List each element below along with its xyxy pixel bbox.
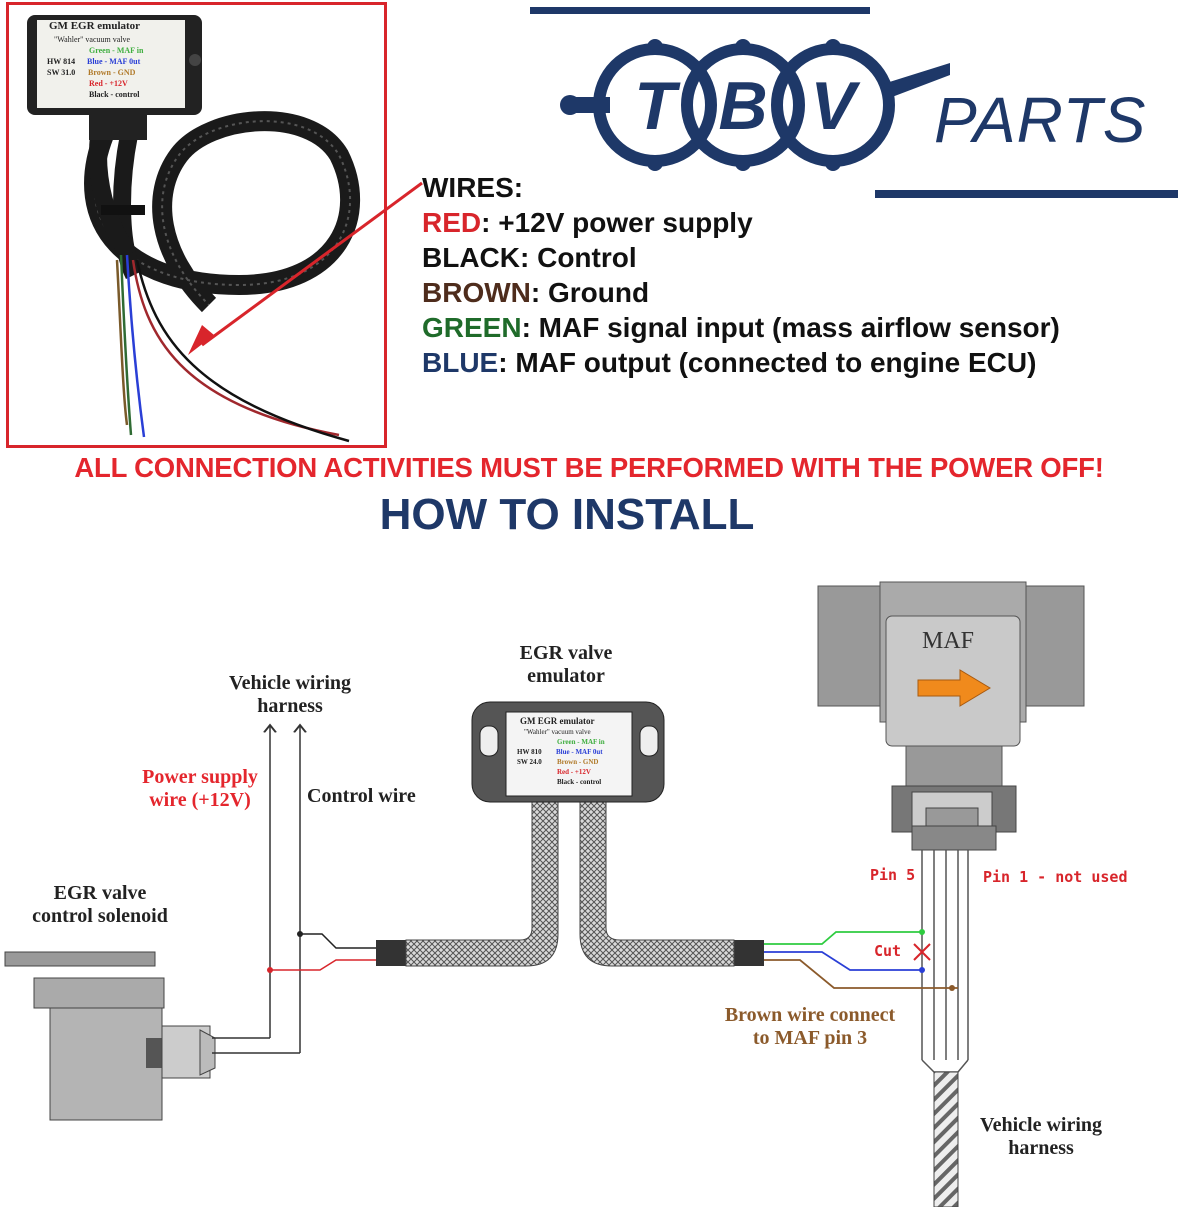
logo-word-parts: PARTS <box>934 84 1147 156</box>
power-supply-line1: Power supply <box>142 766 258 788</box>
how-to-install-heading: HOW TO INSTALL <box>379 490 755 539</box>
photo-label-subtitle: "Wahler" vacuum valve <box>54 35 131 44</box>
vehicle-harness-top-line2: harness <box>257 695 323 717</box>
cut-label: Cut <box>874 942 902 960</box>
wire-name-red: RED <box>422 207 482 238</box>
wire-item-brown: BROWN: Ground <box>422 275 1060 310</box>
emulator-sticker-sw: SW 24.0 <box>517 758 542 766</box>
product-photo: GM EGR emulator "Wahler" vacuum valve HW… <box>6 2 387 448</box>
photo-label-black: Black - control <box>89 90 140 99</box>
wire-desc-red: : +12V power supply <box>481 207 753 238</box>
wire-desc-blue: : MAF output (connected to engine ECU) <box>498 347 1037 378</box>
emulator-title-line2: emulator <box>527 665 605 687</box>
wire-desc-green: : MAF signal input (mass airflow sensor) <box>521 312 1060 343</box>
egr-solenoid-line1: EGR valve <box>53 882 147 904</box>
vehicle-harness-top-label: Vehicle wiring harness <box>210 672 370 718</box>
vehicle-harness-bottom-label: Vehicle wiring harness <box>966 1114 1116 1160</box>
pin1-label: Pin 1 - not used <box>983 868 1128 886</box>
vehicle-harness-bottom-line2: harness <box>1008 1137 1074 1159</box>
wires-legend: WIRES: RED: +12V power supply BLACK: Con… <box>422 170 1060 380</box>
emulator-title-label: EGR valve emulator <box>496 642 636 688</box>
control-wire-label: Control wire <box>307 785 416 807</box>
pin5-label: Pin 5 <box>870 866 916 884</box>
vehicle-harness-bottom-line1: Vehicle wiring <box>979 1114 1103 1136</box>
emulator-sticker-blue: Blue - MAF 0ut <box>556 748 603 756</box>
wire-name-black: BLACK <box>422 242 520 273</box>
pointer-arrow <box>188 181 423 355</box>
wire-item-green: GREEN: MAF signal input (mass airflow se… <box>422 310 1060 345</box>
photo-label-red: Red - +12V <box>89 79 128 88</box>
photo-label-hw: HW 814 <box>47 57 76 66</box>
emulator-sticker-hw: HW 810 <box>517 748 542 756</box>
wire-item-black: BLACK: Control <box>422 240 1060 275</box>
egr-solenoid-drawing <box>4 951 216 1121</box>
emulator-sticker-brown: Brown - GND <box>557 758 599 766</box>
emulator-sticker-green: Green - MAF in <box>557 738 605 746</box>
emulator-photo-illustration <box>27 15 361 443</box>
photo-label-sw: SW 31.0 <box>47 68 76 77</box>
photo-label-title: GM EGR emulator <box>49 20 141 32</box>
wiring-diagram-drawing <box>4 581 1085 1208</box>
emulator-sticker-subtitle: "Wahler" vacuum valve <box>524 728 591 736</box>
wire-desc-black: : Control <box>520 242 637 273</box>
emulator-sticker-black: Black - control <box>557 778 602 786</box>
brown-connect-label: Brown wire connect to MAF pin 3 <box>712 1004 908 1050</box>
tbv-parts-logo: T B V PARTS <box>530 5 1178 200</box>
wire-name-blue: BLUE <box>422 347 499 378</box>
wire-name-brown: BROWN <box>422 277 531 308</box>
wire-item-blue: BLUE: MAF output (connected to engine EC… <box>422 345 1060 380</box>
power-off-warning: ALL CONNECTION ACTIVITIES MUST BE PERFOR… <box>74 452 1104 483</box>
photo-label-brown: Brown - GND <box>88 68 136 77</box>
maf-sensor-drawing <box>817 581 1085 851</box>
power-supply-label: Power supply wire (+12V) <box>130 766 270 812</box>
brown-connect-line2: to MAF pin 3 <box>752 1027 868 1049</box>
logo-letter-b: B <box>718 68 768 144</box>
wires-heading: WIRES: <box>422 172 524 203</box>
photo-label-green: Green - MAF in <box>89 46 144 55</box>
wire-desc-brown: : Ground <box>530 277 650 308</box>
emulator-title-line1: EGR valve <box>519 642 613 664</box>
vehicle-harness-top-line1: Vehicle wiring <box>228 672 352 694</box>
brown-connect-line1: Brown wire connect <box>724 1004 896 1026</box>
logo-letter-t: T <box>634 68 676 144</box>
wire-item-red: RED: +12V power supply <box>422 205 1060 240</box>
emulator-sticker-title: GM EGR emulator <box>520 716 595 726</box>
maf-label: MAF <box>922 628 975 654</box>
power-supply-line2: wire (+12V) <box>149 789 251 811</box>
photo-label-blue: Blue - MAF 0ut <box>87 57 141 66</box>
egr-solenoid-line2: control solenoid <box>32 905 168 927</box>
install-diagram: Vehicle wiring harness Power supply wire… <box>0 560 1178 1208</box>
egr-solenoid-label: EGR valve control solenoid <box>20 882 180 928</box>
wire-name-green: GREEN <box>422 312 522 343</box>
emulator-sticker-red: Red - +12V <box>557 768 591 776</box>
logo-letter-v: V <box>810 68 856 144</box>
emulator-module-drawing <box>471 701 665 803</box>
